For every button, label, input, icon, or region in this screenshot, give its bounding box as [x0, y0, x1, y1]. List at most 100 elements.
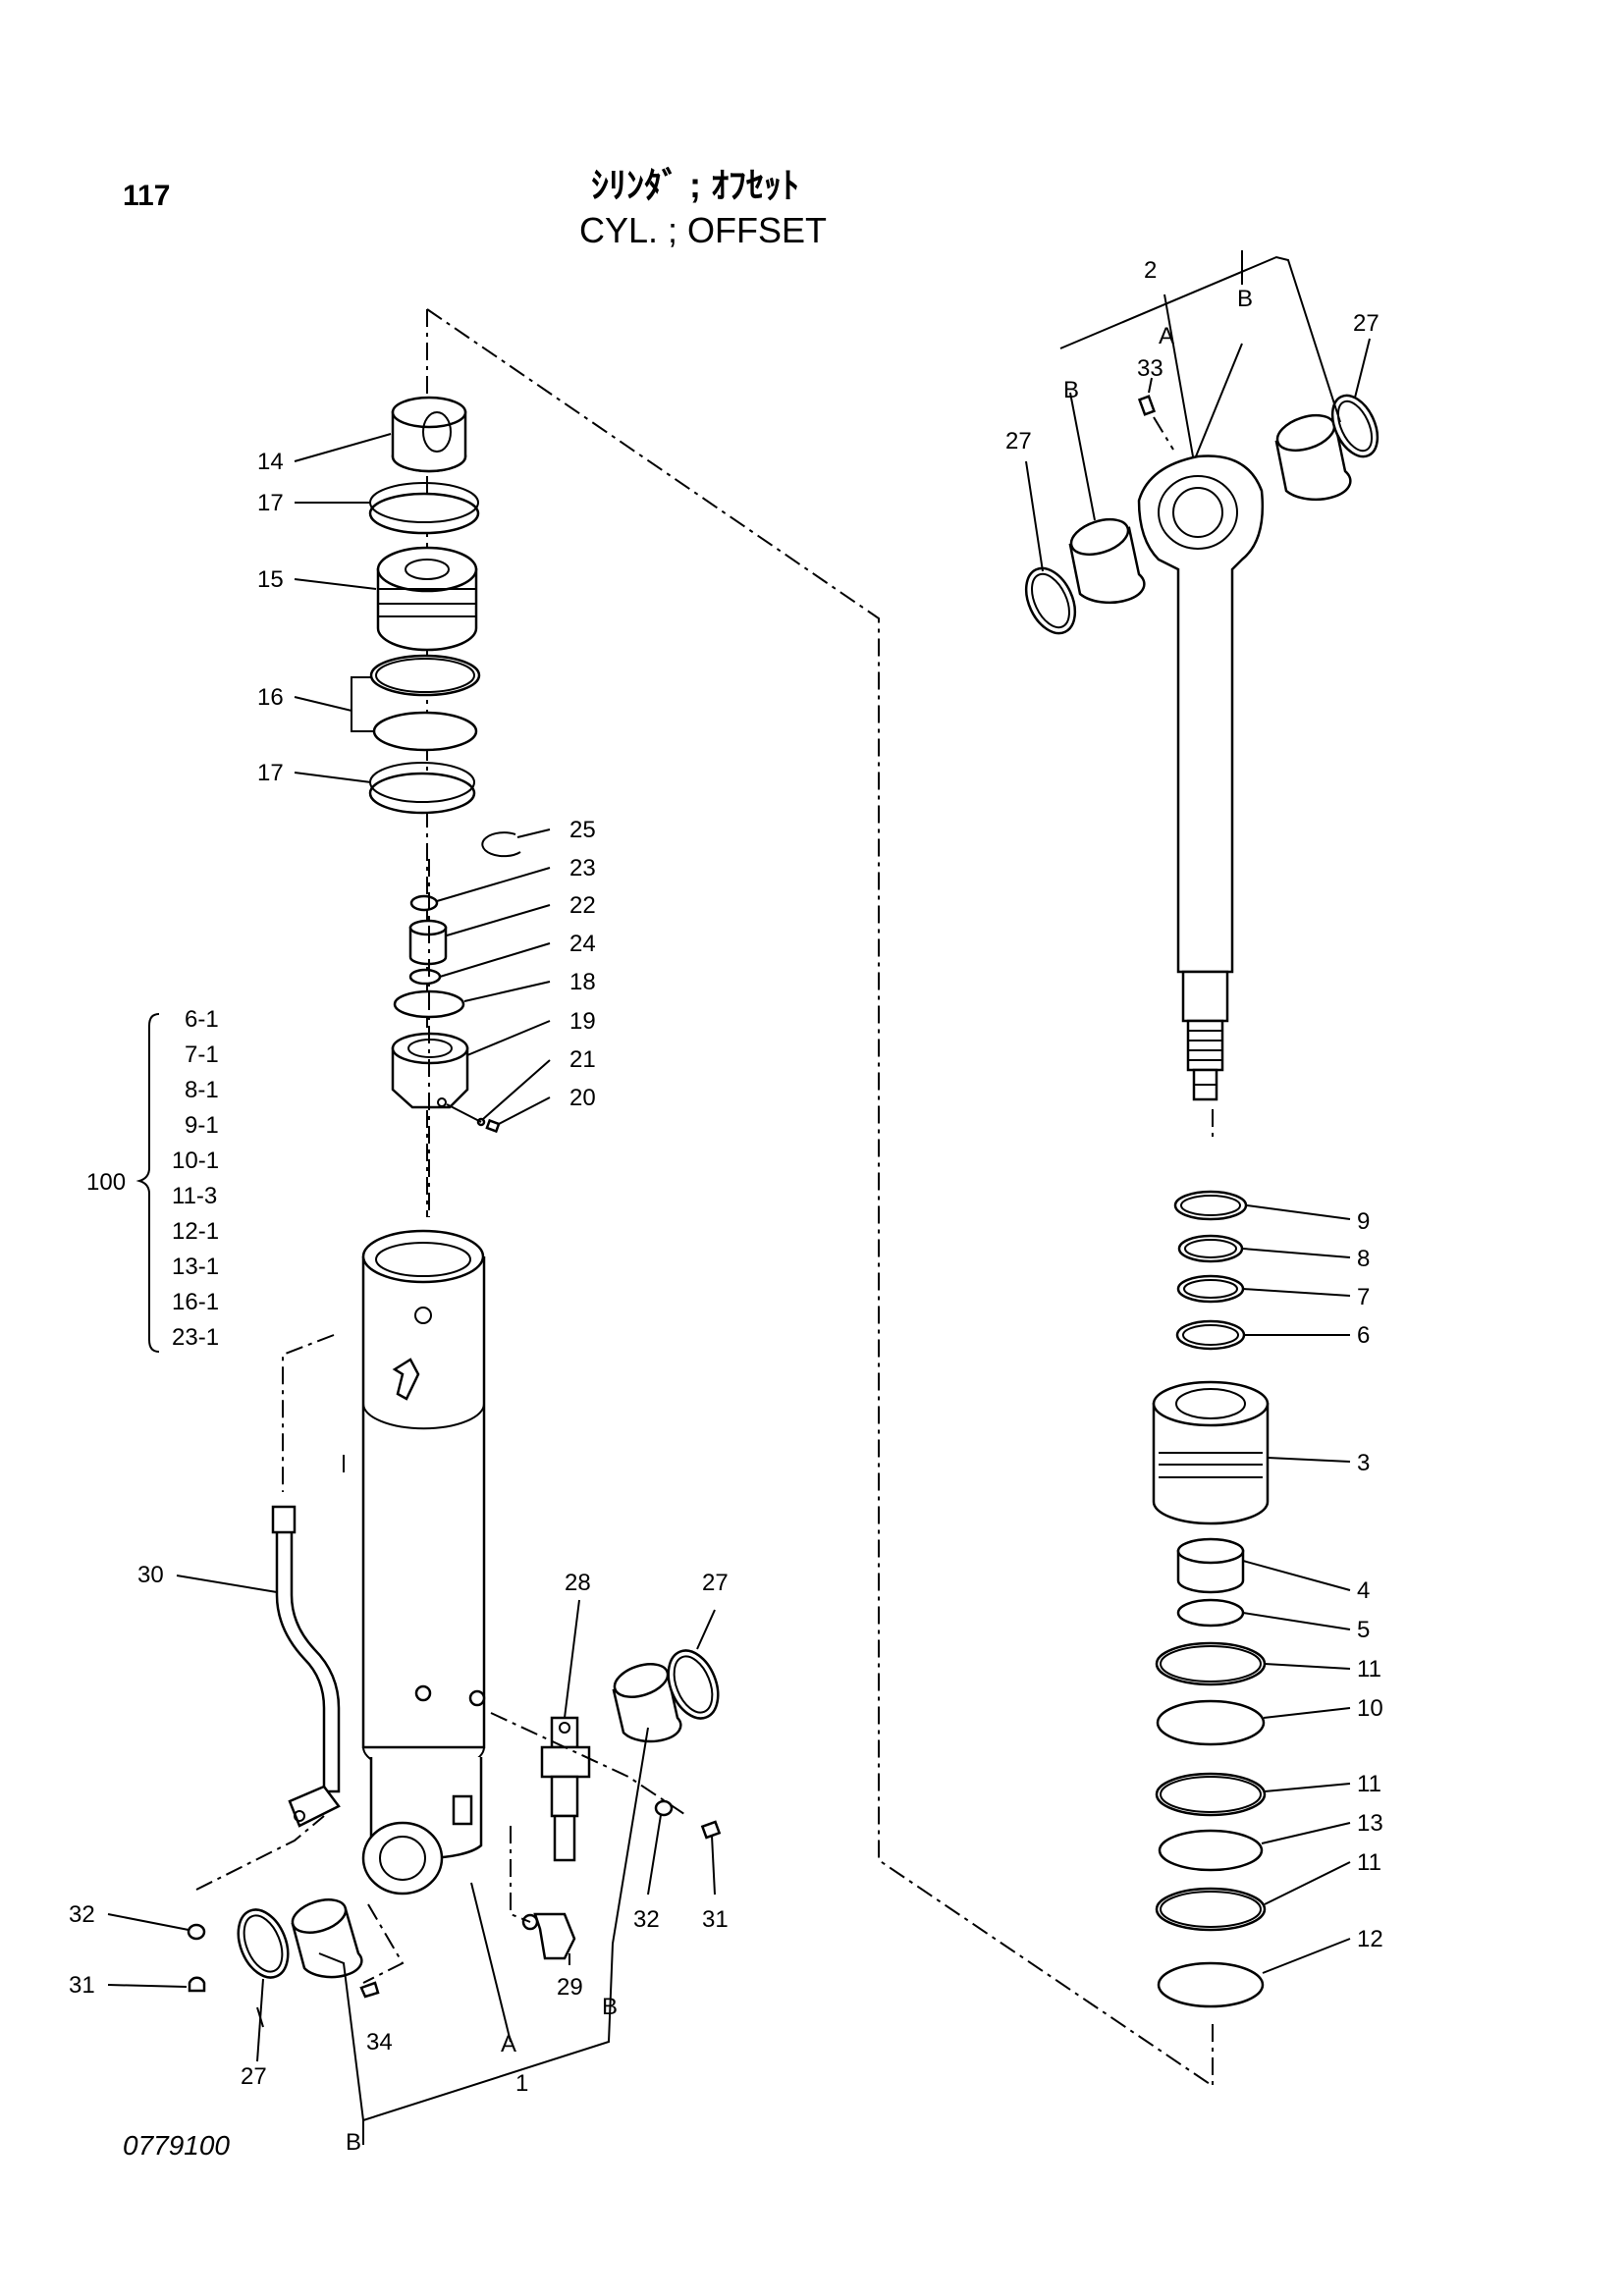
callout-labels: 14 17 15 16 17 25 23 22 24 18 19 21 20 3… [69, 257, 1383, 2156]
seal-7 [1176, 1274, 1245, 1304]
callout-6: 6 [1357, 1322, 1370, 1349]
callout-23: 23 [569, 855, 596, 881]
callout-5: 5 [1357, 1617, 1370, 1643]
ring-11-a [1155, 1641, 1267, 1686]
callout-28: 28 [565, 1570, 591, 1596]
seal-9 [1173, 1190, 1248, 1221]
callout-13: 13 [1357, 1810, 1383, 1837]
callout-24: 24 [569, 931, 596, 957]
callout-1: 1 [515, 2070, 528, 2097]
callout-33: 33 [1137, 355, 1163, 382]
nut-19 [391, 1032, 469, 1109]
callout-32: 32 [633, 1906, 660, 1933]
seal-kit-list: 100 6-1 7-1 8-1 9-1 10-1 11-3 12-1 13-1 … [86, 1006, 219, 1351]
callout-9: 9 [1357, 1208, 1370, 1235]
callout-21: 21 [569, 1046, 596, 1073]
washer-32-bolt-31 [187, 1799, 722, 1999]
title-japanese: ｼﾘﾝﾀﾞ ; ｵﾌｾｯﾄ [591, 165, 799, 205]
kit-item: 9-1 [185, 1112, 219, 1139]
page-number: 117 [123, 180, 171, 212]
callout-17: 17 [257, 490, 284, 516]
ring-27-rod-left [1024, 566, 1077, 635]
callout-29: 29 [557, 1974, 583, 2001]
cylinder-tube [361, 1229, 486, 1896]
callout-22: 22 [569, 892, 596, 919]
kit-item: 7-1 [185, 1041, 219, 1068]
bushing-14 [391, 396, 467, 473]
callout-11: 11 [1357, 1771, 1381, 1797]
kit-item: 10-1 [172, 1148, 219, 1174]
callout-16: 16 [257, 684, 284, 711]
drawing-number: 0779100 [123, 2130, 231, 2161]
title-english: CYL. ; OFFSET [579, 210, 828, 250]
callout-7: 7 [1357, 1284, 1370, 1310]
callout-8: 8 [1357, 1246, 1370, 1272]
callout-2: 2 [1144, 257, 1157, 284]
callout-31: 31 [69, 1972, 95, 1999]
ring-24 [408, 968, 442, 986]
callout-b: B [602, 1994, 618, 2020]
ring-17-lower [368, 762, 476, 815]
callout-11: 11 [1357, 1656, 1381, 1682]
seal-8 [1177, 1234, 1244, 1263]
kit-brace [135, 1013, 160, 1353]
callout-34: 34 [366, 2029, 393, 2056]
seal-10 [1156, 1699, 1266, 1746]
bushing-b-rod-left [1068, 517, 1146, 605]
piston-15 [376, 546, 478, 652]
callout-30: 30 [137, 1562, 164, 1588]
callout-27: 27 [1005, 428, 1032, 454]
ring-11-c [1155, 1887, 1267, 1932]
callout-19: 19 [569, 1008, 596, 1035]
ball-21-screw-20 [446, 1103, 501, 1134]
leader-lines [107, 250, 1371, 2145]
callout-12: 12 [1357, 1926, 1383, 1952]
callout-a: A [1159, 323, 1174, 349]
callout-b: B [346, 2129, 361, 2156]
callout-10: 10 [1357, 1695, 1383, 1722]
seal-6 [1175, 1319, 1246, 1351]
callout-27: 27 [702, 1570, 729, 1596]
assembly-boundary-lines [426, 308, 1214, 2088]
callout-31: 31 [702, 1906, 729, 1933]
ring-27-rod-right [1330, 394, 1380, 458]
callout-17: 17 [257, 760, 284, 786]
callout-b: B [1237, 286, 1253, 312]
seal-23 [409, 894, 439, 912]
callout-25: 25 [569, 817, 596, 843]
callout-a: A [501, 2031, 516, 2057]
ring-17-upper [368, 482, 480, 535]
callout-4: 4 [1357, 1577, 1370, 1604]
kit-item: 16-1 [172, 1289, 219, 1315]
fitting-28 [540, 1716, 591, 1862]
elbow-29 [521, 1912, 576, 1960]
callout-18: 18 [569, 969, 596, 995]
callout-20: 20 [569, 1085, 596, 1111]
grease-fitting-33 [1137, 395, 1174, 451]
bushing-b-left [291, 1898, 363, 1979]
bushing-4 [1176, 1537, 1245, 1594]
callout-32: 32 [69, 1901, 95, 1928]
callout-b: B [1063, 377, 1079, 403]
ring-5 [1176, 1598, 1245, 1628]
callout-27: 27 [241, 2063, 267, 2090]
pipe-30 [271, 1505, 341, 1828]
rod-eye-2 [1137, 454, 1264, 1101]
ring-12 [1157, 1961, 1265, 2008]
head-3 [1152, 1380, 1270, 1525]
kit-item: 11-3 [172, 1183, 217, 1209]
kit-item: 23-1 [172, 1324, 219, 1351]
callout-27: 27 [1353, 310, 1380, 337]
kit-item: 6-1 [185, 1006, 219, 1033]
ring-27-right [667, 1649, 720, 1720]
kit-item: 13-1 [172, 1254, 219, 1280]
seal-13 [1158, 1829, 1264, 1872]
kit-item: 8-1 [185, 1077, 219, 1103]
ring-27-left [237, 1908, 290, 1979]
bushing-b-rod-right [1274, 413, 1352, 502]
callout-11: 11 [1357, 1849, 1381, 1876]
callout-15: 15 [257, 566, 284, 593]
kit-item: 12-1 [172, 1218, 219, 1245]
